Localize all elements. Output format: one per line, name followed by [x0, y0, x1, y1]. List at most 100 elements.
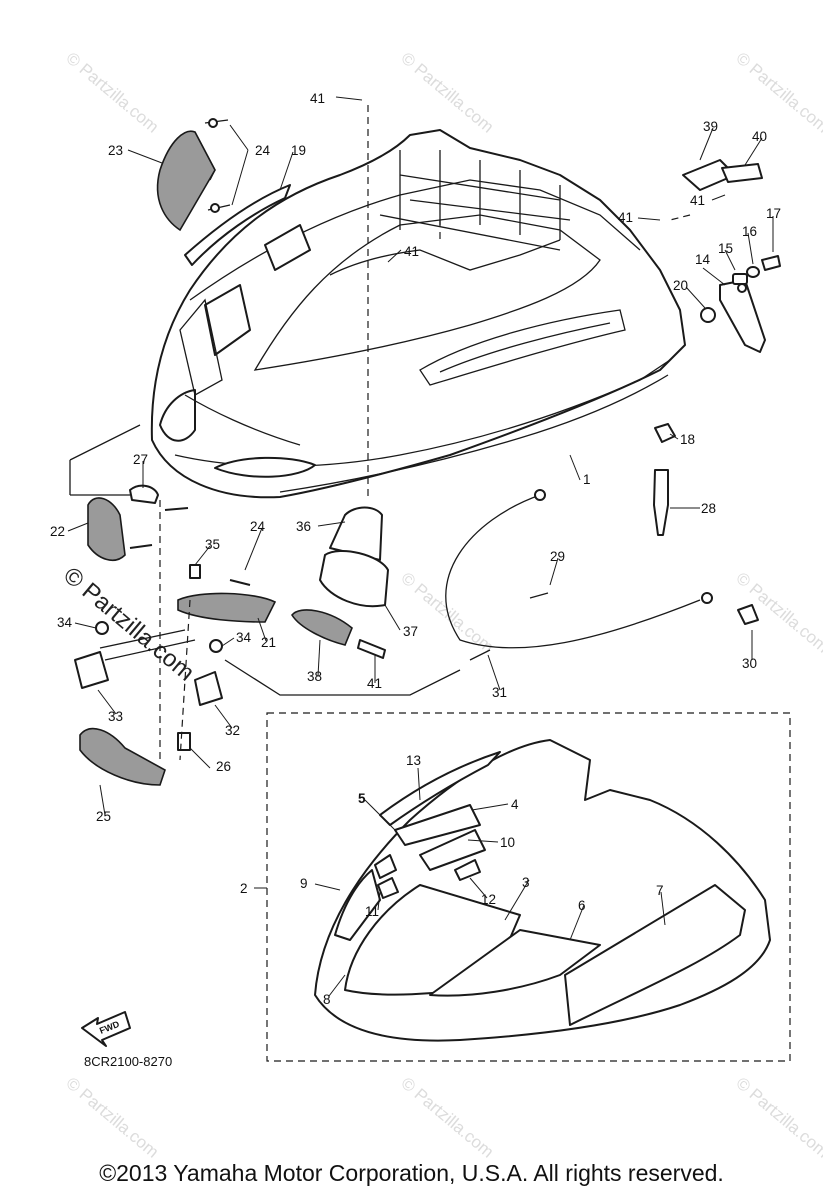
callout-label: 16	[742, 224, 757, 239]
callout-labels: 1 2 3 4 5 6 7 8 9 10 11 12 13 14 15 16 1…	[50, 91, 781, 1007]
mesh-panel	[156, 130, 216, 232]
callout-label: 24	[250, 519, 266, 534]
watermark: © Partzilla.com	[397, 49, 497, 137]
callout-label: 8	[323, 992, 331, 1007]
callout-label: 39	[703, 119, 718, 134]
copyright-notice: ©2013 Yamaha Motor Corporation, U.S.A. A…	[99, 1160, 724, 1186]
part-16-washer	[746, 266, 760, 278]
callout-label: 22	[50, 524, 65, 539]
hood-side-vent	[419, 309, 626, 386]
callout-label: 6	[578, 898, 586, 913]
callout-label: 30	[742, 656, 757, 671]
panel-edge	[194, 131, 216, 181]
part-38-mesh	[291, 609, 353, 646]
callout-label: 40	[752, 129, 767, 144]
rivet-icon	[204, 118, 231, 213]
callout-label: 13	[406, 753, 421, 768]
dashed-guide	[179, 599, 191, 761]
watermark: © Partzilla.com	[62, 1074, 162, 1162]
part-32-bracket	[194, 671, 223, 706]
hood-front-vent	[214, 456, 316, 478]
part-27-clip	[129, 484, 159, 504]
part-20-nut	[700, 307, 716, 323]
callout-label: 3	[522, 875, 530, 890]
decal-7	[564, 884, 746, 1026]
hood-left-panel	[179, 298, 223, 396]
decal-12	[454, 859, 481, 881]
part-23-side-duct	[156, 130, 216, 232]
decal-set-box	[266, 712, 791, 1062]
part-17-bolt	[761, 255, 781, 271]
callout-label: 41	[690, 193, 705, 208]
part-30-fastener	[737, 604, 759, 625]
callout-label: 35	[205, 537, 220, 552]
callout-label: 41	[310, 91, 325, 106]
rivet-head-icon	[210, 203, 220, 213]
assembly-line	[224, 659, 461, 696]
callout-label: 18	[680, 432, 695, 447]
hood-inner-frame	[329, 239, 561, 276]
cable-clip	[469, 592, 549, 661]
part-21-mesh	[177, 592, 277, 623]
watermark: © Partzilla.com	[397, 1074, 497, 1162]
part-22-mesh	[87, 497, 126, 561]
callout-label: 33	[108, 709, 123, 724]
part-26-fastener	[177, 732, 191, 751]
callout-label: 36	[296, 519, 311, 534]
watermark: © Partzilla.com	[62, 49, 162, 137]
decal-11-b	[377, 877, 399, 899]
part-40-plate	[721, 163, 763, 183]
cable-end-icon	[701, 592, 713, 604]
callout-label: 14	[695, 252, 711, 267]
hood-side-window-upper	[264, 224, 311, 271]
callout-label: 21	[261, 635, 276, 650]
cable-end-icon	[534, 489, 546, 501]
callout-label: 25	[96, 809, 111, 824]
callout-label: 37	[403, 624, 418, 639]
part-34-nut	[95, 621, 109, 635]
callout-label: 34	[57, 615, 73, 630]
bolt-hole-icon	[737, 283, 747, 293]
hood-side-window-left	[204, 284, 251, 356]
callout-label: 29	[550, 549, 565, 564]
callout-label: 4	[511, 797, 519, 812]
decal-set	[314, 739, 771, 1042]
decal-6	[429, 929, 601, 997]
cable-line	[445, 494, 701, 649]
callout-label: 28	[701, 501, 716, 516]
part-18-clip	[654, 423, 676, 443]
hood-trim-line	[279, 374, 669, 493]
dashed-guide	[669, 214, 691, 221]
hood-headlight-opening	[159, 389, 196, 442]
rivet-icon	[357, 639, 386, 659]
hood-frame-rails	[399, 150, 561, 240]
rivet-icon	[129, 507, 251, 586]
callout-label: 26	[216, 759, 231, 774]
callout-label: 24	[255, 143, 271, 158]
hood-cross-rails	[379, 174, 571, 251]
callout-label: 2	[240, 881, 248, 896]
decal-13	[379, 751, 501, 826]
callout-label: 12	[481, 892, 496, 907]
watermark: © Partzilla.com	[732, 49, 823, 137]
leader-lines	[67, 96, 774, 997]
callout-label: 38	[307, 669, 322, 684]
callout-label: 5	[358, 791, 366, 806]
callout-label: 23	[108, 143, 123, 158]
part-35-fastener	[189, 564, 201, 579]
watermark: © Partzilla.com	[732, 1074, 823, 1162]
callout-label: 34	[236, 630, 252, 645]
part-25-mesh	[79, 727, 166, 786]
hood-nose-line	[184, 394, 301, 446]
part-19-trim-strip	[184, 184, 291, 266]
callout-label: 9	[300, 876, 308, 891]
callout-label: 41	[618, 210, 633, 225]
callout-label: 11	[365, 904, 379, 919]
decal-11-a	[374, 854, 397, 879]
callout-label: 31	[492, 685, 507, 700]
part-15-collar	[732, 273, 748, 285]
callout-label: 32	[225, 723, 240, 738]
assembly-line	[99, 629, 196, 661]
drawing-code: 8CR2100-8270	[84, 1054, 172, 1069]
